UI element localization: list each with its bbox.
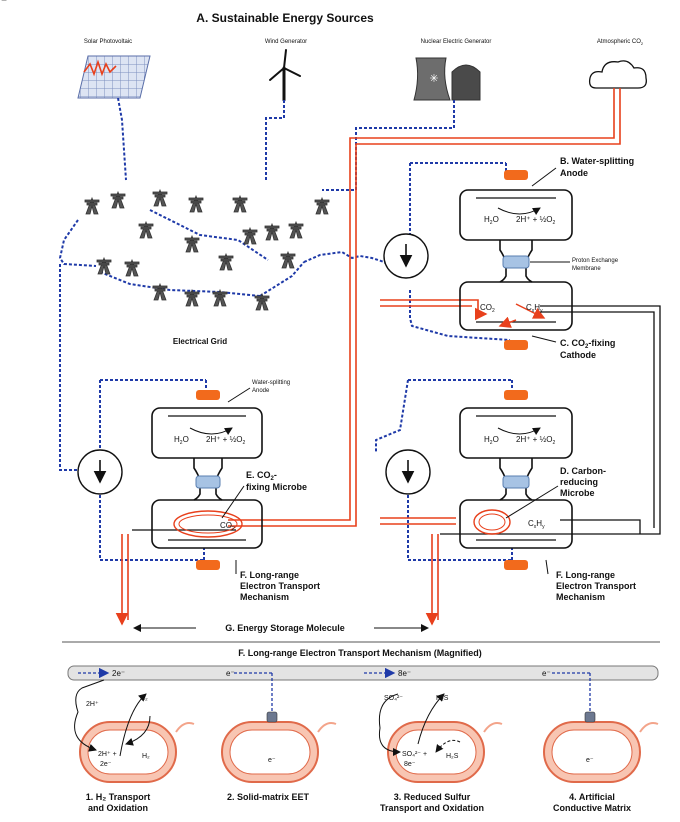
panel3-a: SO₄²⁻ <box>384 695 403 702</box>
current-arrows <box>93 244 415 484</box>
cell-e-h2o: H2O <box>174 435 189 446</box>
wind-turbine-icon <box>269 49 301 102</box>
label-e: E. CO2-fixing Microbe <box>246 470 307 492</box>
panel2-caption: 2. Solid-matrix EET <box>227 792 310 802</box>
conductive-bar <box>67 665 659 681</box>
panel2-e: e⁻ <box>268 757 276 764</box>
cell-e-split: 2H⁺ + ½O2 <box>206 435 245 446</box>
magnified-8e: 8e⁻ <box>398 669 411 678</box>
svg-text:✳: ✳ <box>429 73 438 85</box>
pylon-icons <box>1 0 330 311</box>
cell-d <box>459 390 573 570</box>
cell-b-h2o: H2O <box>484 215 499 226</box>
panel3-c: SO₄²⁻ + <box>402 751 427 758</box>
cell-e <box>151 390 263 570</box>
label-g: G. Energy Storage Molecule <box>225 623 345 633</box>
solar-label: Solar Photovoltaic <box>84 39 132 45</box>
cell-d-split: 2H⁺ + ½O2 <box>516 435 555 446</box>
cloud-icon <box>588 60 647 89</box>
atmospheric-co2-label: Atmospheric CO2 <box>597 39 644 46</box>
cell-e-co2: CO2 <box>220 521 235 532</box>
panel1-d: 2e⁻ <box>100 761 112 768</box>
solar-panel-icon <box>77 55 151 99</box>
cell-d-h2o: H2O <box>484 435 499 446</box>
panel1-c: 2H⁺ + <box>98 751 117 758</box>
nuclear-plant-icon: ✳ <box>413 57 481 101</box>
panel1-a: 2H⁺ <box>86 701 99 708</box>
grid-label: Electrical Grid <box>173 337 227 346</box>
cell-c-cxhy: CxHy <box>526 303 543 314</box>
cell-d-cxhy: CxHy <box>528 519 545 530</box>
panel3-arrows <box>378 693 461 756</box>
panel3-d: 8e⁻ <box>404 761 416 768</box>
product-pipes <box>132 305 661 535</box>
co2-pipes <box>115 88 621 626</box>
magnified-e-a: e⁻ <box>226 669 235 678</box>
nuclear-label: Nuclear Electric Generator <box>421 39 492 45</box>
panel4-e: e⁻ <box>586 757 594 764</box>
nanowire-icons <box>266 711 596 723</box>
diagram-title: A. Sustainable Energy Sources <box>196 11 374 25</box>
magnified-e-b: e⁻ <box>542 669 551 678</box>
panel1-e: H₂ <box>142 753 150 760</box>
magnified-2e: 2e⁻ <box>112 669 125 678</box>
wind-label: Wind Generator <box>265 39 307 45</box>
magnified-title: F. Long-range Electron Transport Mechani… <box>238 648 482 658</box>
panel3-b: H₂S <box>436 695 449 702</box>
panel3-e: H₂S <box>446 753 459 760</box>
cell-b-split: 2H⁺ + ½O2 <box>516 215 555 226</box>
flagella <box>175 722 659 733</box>
panel1-arrows <box>74 679 151 757</box>
cell-c-co2: CO2 <box>480 303 495 314</box>
cell-bc <box>459 170 573 350</box>
panel1-b: H₂ <box>140 695 148 702</box>
